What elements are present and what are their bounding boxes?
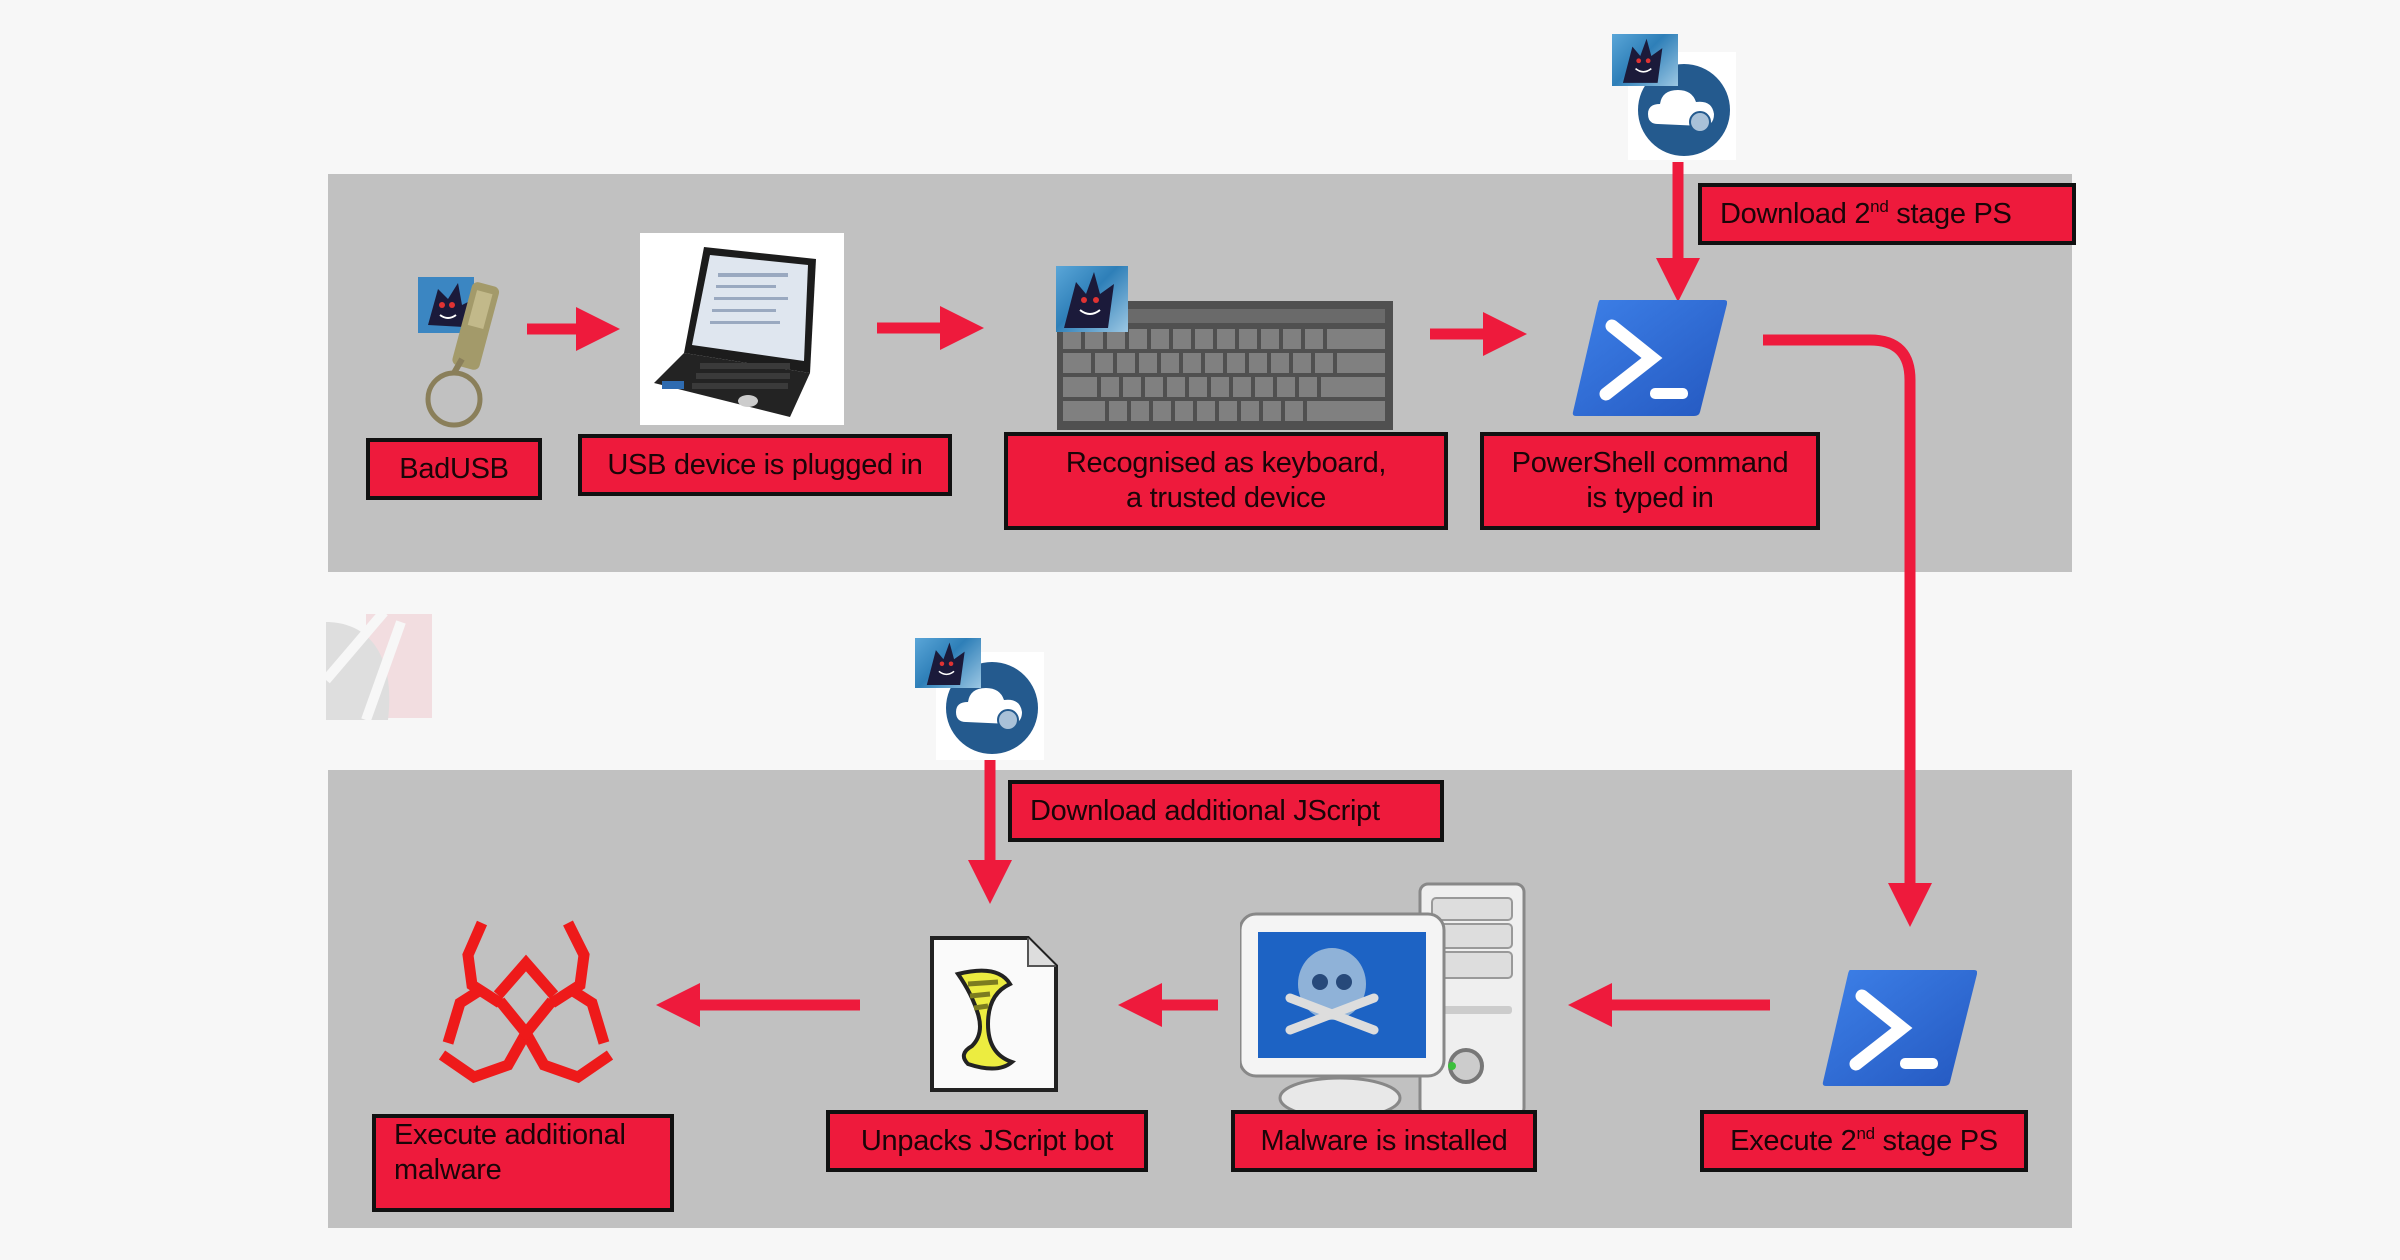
biohazard-icon <box>438 920 613 1084</box>
download-2nd-stage-text: Download 2nd stage PS <box>1720 196 2012 230</box>
watermark-logo-icon <box>326 612 432 720</box>
step-label-keyboard: Recognised as keyboard, a trusted device <box>1004 432 1448 530</box>
step-label-malware-installed: Malware is installed <box>1231 1110 1537 1172</box>
step-label-execute-ps: Execute 2nd stage PS <box>1700 1110 2028 1172</box>
attacker-avatar-icon <box>1612 34 1678 86</box>
script-file-icon <box>930 936 1058 1092</box>
step-label-jscript-bot: Unpacks JScript bot <box>826 1110 1148 1172</box>
execute-2nd-stage-text: Execute 2nd stage PS <box>1730 1123 1998 1157</box>
download-label-2nd-stage: Download 2nd stage PS <box>1698 183 2076 245</box>
step-label-execute-additional: Execute additional malware <box>372 1114 674 1212</box>
powershell-icon <box>1572 300 1727 416</box>
step-label-badusb: BadUSB <box>366 438 542 500</box>
powershell-icon <box>1822 970 1977 1086</box>
attacker-avatar-icon <box>915 638 981 688</box>
usb-drive-icon <box>418 277 500 428</box>
step-label-plugged: USB device is plugged in <box>578 434 952 496</box>
step-label-powershell-typed: PowerShell command is typed in <box>1480 432 1820 530</box>
download-label-jscript: Download additional JScript <box>1008 780 1444 842</box>
infected-computer-icon <box>1240 882 1526 1116</box>
attacker-avatar-icon <box>1056 266 1128 332</box>
laptop-icon <box>640 233 844 425</box>
